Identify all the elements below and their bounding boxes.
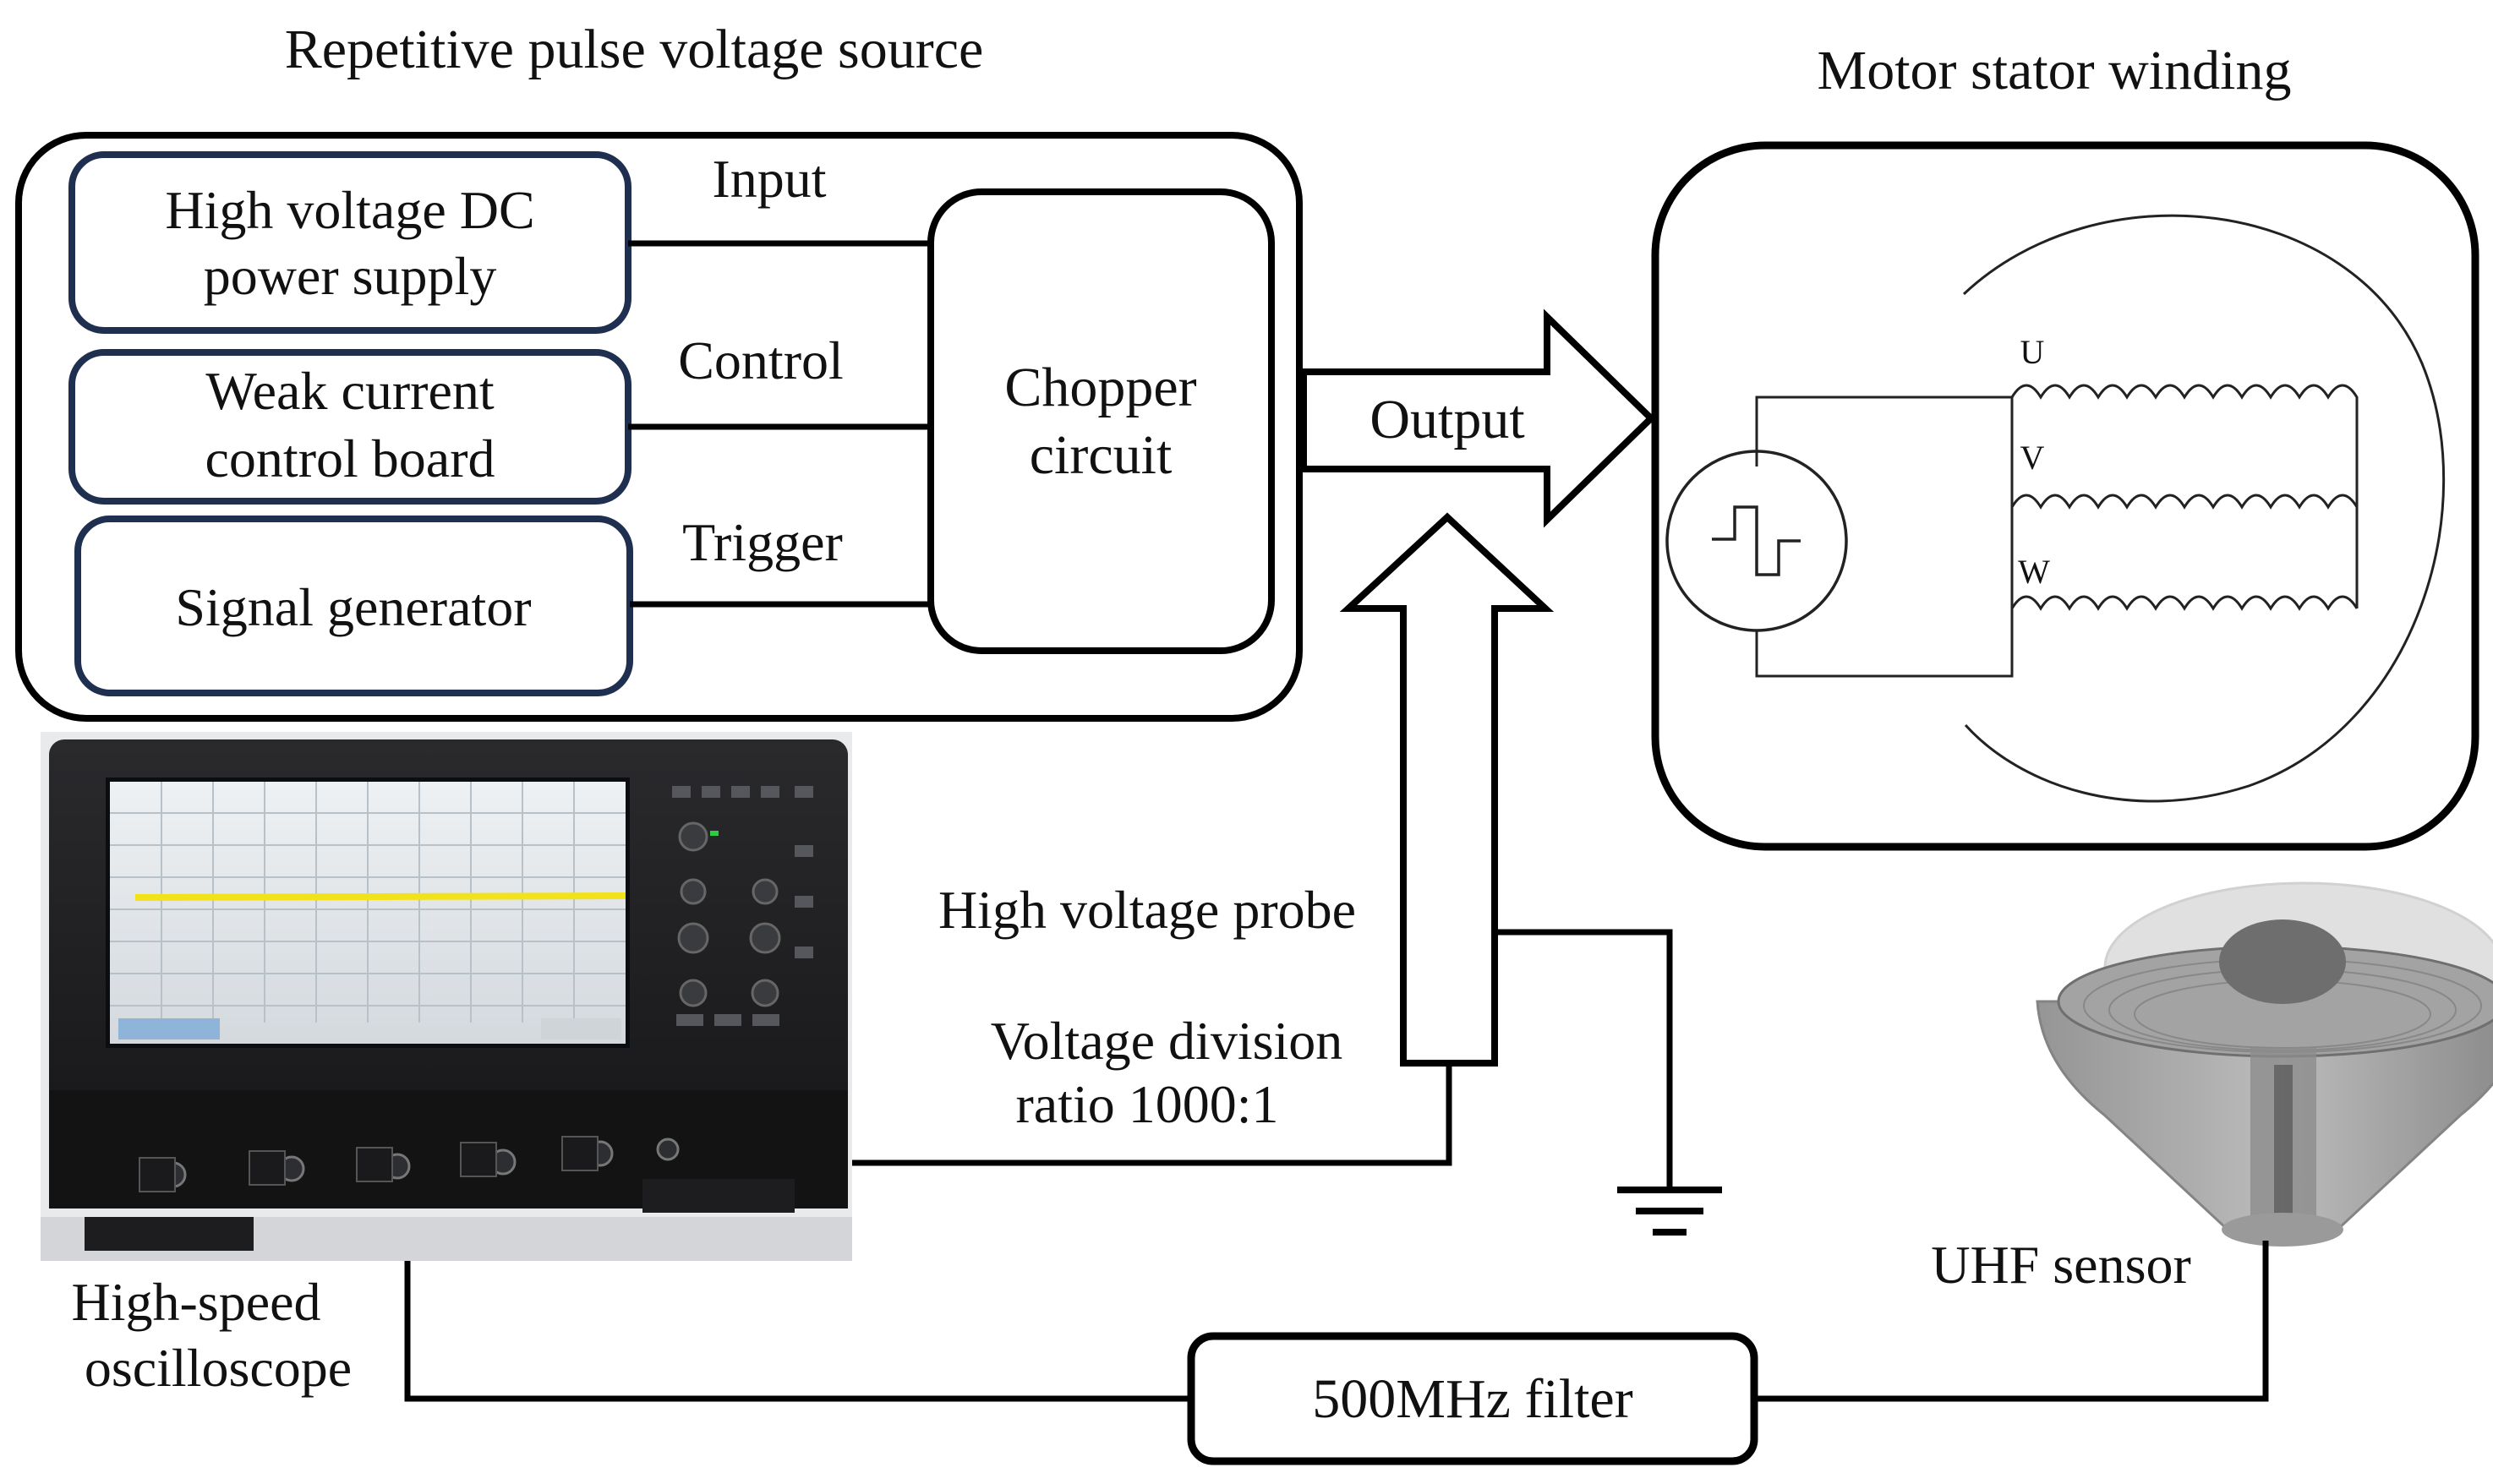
probe-ratio-2: ratio 1000:1 <box>1015 1074 1278 1134</box>
input-label: Input <box>712 149 826 209</box>
motor-internals <box>1665 214 2446 803</box>
probe-ratio-1: Voltage division <box>991 1011 1343 1071</box>
scope-trace <box>134 892 626 901</box>
chopper-box <box>927 188 1275 654</box>
oscilloscope-label-1: High-speed <box>71 1272 320 1332</box>
pulse-source-symbol <box>1665 450 1848 632</box>
hv-dc-label-1: High voltage DC <box>165 180 534 240</box>
uhf-sensor-label: UHF sensor <box>1931 1235 2191 1295</box>
signal-generator-module: Signal generator <box>74 516 633 696</box>
probe-title: High voltage probe <box>938 880 1356 940</box>
coil-u <box>2010 384 2359 608</box>
filter-to-sensor-line <box>1754 1241 2269 1402</box>
hv-dc-module: High voltage DC power supply <box>68 151 631 334</box>
weak-control-module: Weak current control board <box>68 349 631 505</box>
source-title: Repetitive pulse voltage source <box>285 19 984 80</box>
oscilloscope-illustration <box>41 732 852 1261</box>
square-wave-icon <box>1712 505 1801 576</box>
output-label: Output <box>1370 389 1524 450</box>
signal-generator-label: Signal generator <box>175 577 531 637</box>
coil-v <box>2010 494 2359 510</box>
filter-box <box>1187 1332 1758 1465</box>
stator-arc-outline <box>1962 214 2446 803</box>
hv-dc-label-2: power supply <box>204 246 497 306</box>
motor-box <box>1651 141 2479 851</box>
probe-arrow <box>1339 512 1555 1067</box>
oscilloscope-label-2: oscilloscope <box>85 1338 352 1398</box>
chopper-label-2: circuit <box>1030 424 1173 486</box>
weak-control-label-2: control board <box>205 428 495 488</box>
chopper-circuit: Chopper circuit <box>927 188 1275 654</box>
chopper-label-1: Chopper <box>1004 357 1196 418</box>
pulse-source-box <box>15 132 1303 722</box>
motor-title: Motor stator winding <box>1818 40 2292 101</box>
control-label: Control <box>678 330 844 390</box>
ground-symbol <box>1495 929 1722 1236</box>
phase-u-label: U <box>2020 333 2045 371</box>
uhf-sensor-illustration <box>2036 881 2493 1247</box>
filter-block: 500MHz filter <box>1187 1332 1758 1465</box>
weak-control-label-1: Weak current <box>205 361 495 421</box>
output-arrow <box>1300 308 1656 528</box>
coil-w <box>2010 595 2359 611</box>
phase-w-label: W <box>2018 553 2050 591</box>
trigger-label: Trigger <box>682 512 843 572</box>
phase-v-label: V <box>2020 439 2045 477</box>
filter-label: 500MHz filter <box>1312 1368 1632 1430</box>
